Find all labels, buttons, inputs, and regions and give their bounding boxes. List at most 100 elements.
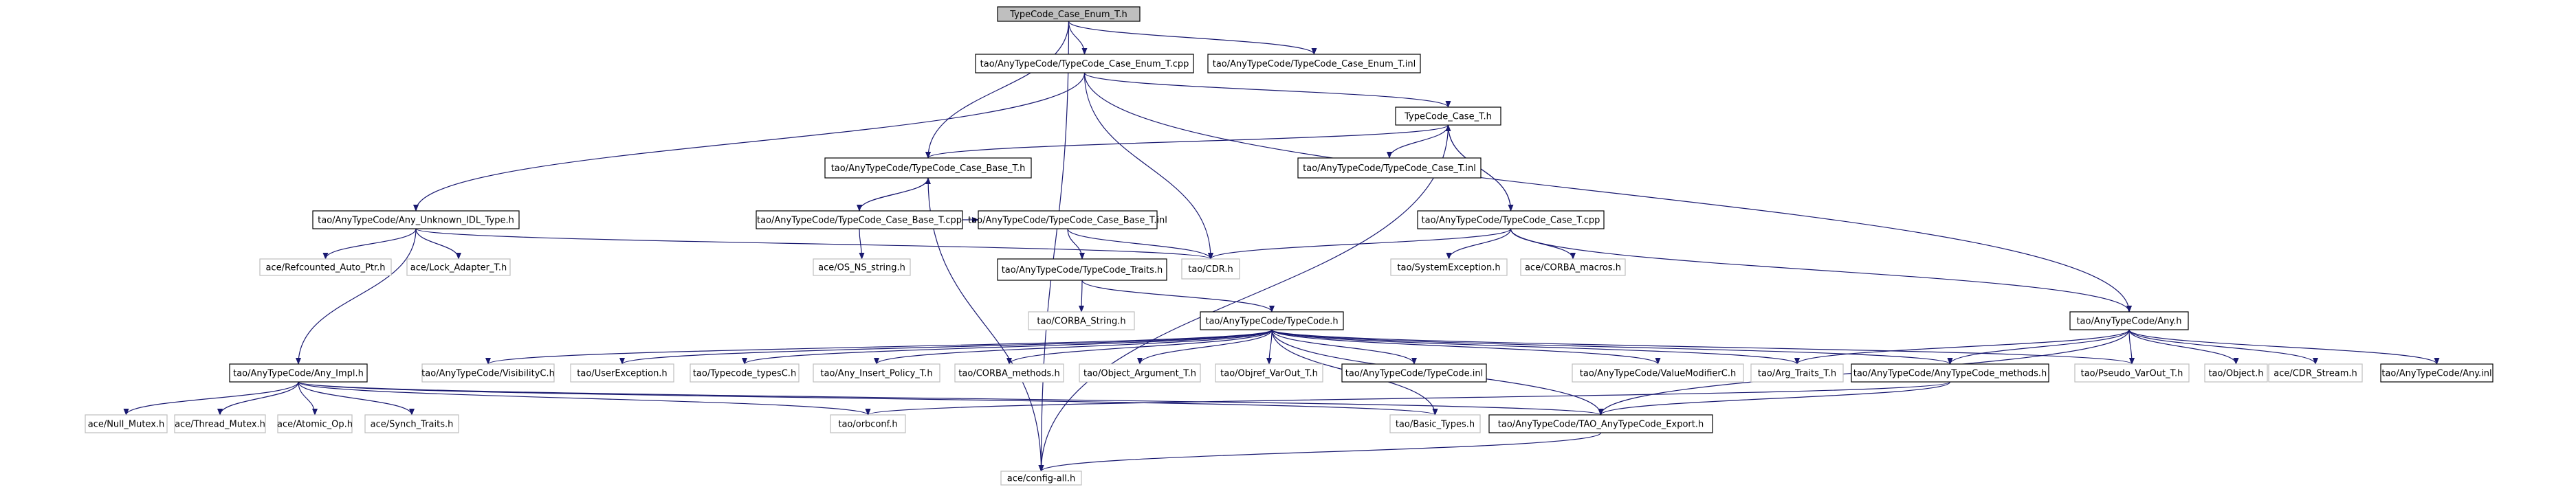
node-tao-anytypecode-tao-anytypecode-export-h[interactable]: tao/AnyTypeCode/TAO_AnyTypeCode_Export.h — [1488, 414, 1713, 433]
node-ace-lock-adapter-t-h[interactable]: ace/Lock_Adapter_T.h — [406, 258, 511, 276]
node-box — [312, 210, 520, 229]
node-tao-basic-types-h[interactable]: tao/Basic_Types.h — [1389, 414, 1481, 433]
node-box — [997, 258, 1167, 281]
node-label: tao/AnyTypeCode/TypeCode_Case_Enum_T.inl — [1213, 59, 1416, 69]
edge-typecode-case-t-h-to-tao-anytypecode-typecode-case-base-t-h — [925, 124, 1449, 159]
node-label: tao/AnyTypeCode/TypeCode_Case_Base_T.cpp — [757, 216, 962, 226]
node-box — [690, 363, 800, 383]
node-tao-anytypecode-valuemodifierc-h[interactable]: tao/AnyTypeCode/ValueModifierC.h — [1572, 363, 1744, 383]
node-tao-cdr-h[interactable]: tao/CDR.h — [1181, 258, 1240, 280]
node-tao-anytypecode-typecode-case-enum-t-inl[interactable]: tao/AnyTypeCode/TypeCode_Case_Enum_T.inl — [1207, 54, 1421, 73]
node-tao-anytypecode-anytypecode-methods-h[interactable]: tao/AnyTypeCode/AnyTypeCode_methods.h — [1851, 363, 2049, 383]
edge-tao-anytypecode-typecode-h-to-tao-anytypecode-anytypecode-methods-h — [1271, 329, 1953, 365]
node-box — [2268, 363, 2363, 383]
edge-tao-anytypecode-any-impl-h-to-ace-thread-mutex-h — [217, 381, 299, 416]
edge-tao-anytypecode-typecode-case-enum-t-cpp-to-tao-anytypecode-any-unknown-idl-type-h — [413, 72, 1086, 212]
node-box — [1181, 258, 1240, 280]
node-tao-anytypecode-typecode-case-enum-t-cpp[interactable]: tao/AnyTypeCode/TypeCode_Case_Enum_T.cpp — [975, 54, 1194, 73]
node-label: ace/Synch_Traits.h — [371, 420, 454, 430]
edge-tao-anytypecode-typecode-h-to-tao-anytypecode-visibilityc-h — [485, 329, 1273, 365]
node-box — [1207, 54, 1421, 73]
node-label: ace/OS_NS_string.h — [818, 263, 905, 273]
edge-typecode-case-t-h-to-tao-anytypecode-typecode-case-t-inl — [1387, 124, 1449, 159]
node-label: ace/CORBA_macros.h — [1525, 263, 1621, 273]
node-tao-anytypecode-typecode-inl[interactable]: tao/AnyTypeCode/TypeCode.inl — [1341, 363, 1487, 383]
node-tao-object-argument-t-h[interactable]: tao/Object_Argument_T.h — [1079, 363, 1201, 383]
edge-tao-anytypecode-typecode-traits-h-to-tao-anytypecode-typecode-h — [1081, 280, 1275, 313]
node-tao-anytypecode-typecode-case-base-t-inl[interactable]: tao/AnyTypeCode/TypeCode_Case_Base_T.inl — [968, 210, 1167, 229]
node-ace-os-ns-string-h[interactable]: ace/OS_NS_string.h — [813, 258, 911, 276]
node-ace-corba-macros-h[interactable]: ace/CORBA_macros.h — [1520, 258, 1626, 276]
node-tao-typecode-typesc-h[interactable]: tao/Typecode_typesC.h — [690, 363, 800, 383]
edge-tao-anytypecode-typecode-h-to-tao-corba-methods-h — [1006, 329, 1273, 365]
node-box — [978, 210, 1158, 229]
node-label: tao/AnyTypeCode/AnyTypeCode_methods.h — [1853, 369, 2047, 379]
node-tao-anytypecode-any-impl-h[interactable]: tao/AnyTypeCode/Any_Impl.h — [229, 363, 368, 383]
edge-tao-anytypecode-any-h-to-tao-anytypecode-anytypecode-methods-h — [1947, 329, 2130, 365]
node-label: tao/AnyTypeCode/Any.inl — [2381, 369, 2491, 379]
node-tao-orbconf-h[interactable]: tao/orbconf.h — [830, 414, 906, 433]
node-tao-corba-string-h[interactable]: tao/CORBA_String.h — [1028, 311, 1135, 330]
node-box — [406, 258, 511, 276]
node-tao-object-h[interactable]: tao/Object.h — [2204, 363, 2268, 383]
node-box — [1079, 363, 1201, 383]
node-label: tao/orbconf.h — [838, 420, 897, 430]
edge-tao-anytypecode-any-unknown-idl-type-h-to-ace-refcounted-auto-ptr-h — [322, 228, 417, 260]
edge-typecode-case-enum-t-h-to-tao-anytypecode-typecode-case-enum-t-inl — [1068, 21, 1317, 55]
node-box — [1000, 471, 1082, 486]
edge-typecode-case-t-h-to-ace-config-all-h — [1038, 124, 1449, 472]
node-ace-cdr-stream-h[interactable]: ace/CDR_Stream.h — [2268, 363, 2363, 383]
node-tao-anytypecode-any-inl[interactable]: tao/AnyTypeCode/Any.inl — [2380, 363, 2494, 383]
node-tao-anytypecode-typecode-case-t-cpp[interactable]: tao/AnyTypeCode/TypeCode_Case_T.cpp — [1417, 210, 1605, 229]
edge-tao-anytypecode-typecode-case-t-cpp-to-tao-anytypecode-any-h — [1510, 228, 2132, 313]
node-tao-anytypecode-typecode-h[interactable]: tao/AnyTypeCode/TypeCode.h — [1200, 311, 1344, 330]
edge-tao-anytypecode-any-unknown-idl-type-h-to-tao-cdr-h — [415, 228, 1213, 260]
node-box — [570, 363, 674, 383]
node-tao-anytypecode-typecode-case-base-t-cpp[interactable]: tao/AnyTypeCode/TypeCode_Case_Base_T.cpp — [756, 210, 963, 229]
edge-tao-anytypecode-typecode-h-to-tao-typecode-typesc-h — [742, 329, 1273, 365]
edge-tao-anytypecode-typecode-h-to-tao-anytypecode-typecode-inl — [1271, 329, 1417, 365]
node-label: tao/AnyTypeCode/Any_Unknown_IDL_Type.h — [318, 216, 514, 226]
node-typecode-case-t-h[interactable]: TypeCode_Case_T.h — [1395, 106, 1501, 126]
node-tao-anytypecode-typecode-case-base-t-h[interactable]: tao/AnyTypeCode/TypeCode_Case_Base_T.h — [824, 157, 1032, 179]
node-tao-systemexception-h[interactable]: tao/SystemException.h — [1390, 258, 1508, 276]
node-tao-anytypecode-typecode-case-t-inl[interactable]: tao/AnyTypeCode/TypeCode_Case_T.inl — [1297, 157, 1482, 179]
node-label: tao/CORBA_String.h — [1037, 317, 1125, 327]
node-box — [229, 363, 368, 383]
node-ace-thread-mutex-h[interactable]: ace/Thread_Mutex.h — [174, 414, 266, 433]
node-label: tao/AnyTypeCode/VisibilityC.h — [421, 369, 555, 379]
edge-typecode-case-enum-t-h-to-tao-anytypecode-typecode-case-enum-t-cpp — [1068, 21, 1088, 55]
edge-tao-anytypecode-tao-anytypecode-export-h-to-ace-config-all-h — [1038, 432, 1602, 472]
node-tao-pseudo-varout-t-h[interactable]: tao/Pseudo_VarOut_T.h — [2074, 363, 2190, 383]
node-tao-objref-varout-t-h[interactable]: tao/Objref_VarOut_T.h — [1215, 363, 1323, 383]
edge-tao-anytypecode-any-impl-h-to-tao-basic-types-h — [298, 381, 1438, 416]
edge-tao-anytypecode-typecode-case-enum-t-cpp-to-tao-anytypecode-any-h — [1083, 72, 2132, 313]
node-label: tao/Basic_Types.h — [1396, 420, 1475, 430]
node-tao-corba-methods-h[interactable]: tao/CORBA_methods.h — [954, 363, 1064, 383]
node-ace-synch-traits-h[interactable]: ace/Synch_Traits.h — [364, 414, 459, 433]
node-tao-anytypecode-typecode-traits-h[interactable]: tao/AnyTypeCode/TypeCode_Traits.h — [997, 258, 1167, 281]
node-tao-any-insert-policy-t-h[interactable]: tao/Any_Insert_Policy_T.h — [813, 363, 940, 383]
edge-typecode-case-enum-t-h-to-tao-anytypecode-typecode-case-base-t-h — [925, 21, 1070, 159]
edge-tao-anytypecode-any-impl-h-to-ace-atomic-op-h — [298, 381, 318, 416]
edge-tao-anytypecode-any-impl-h-to-ace-null-mutex-h — [123, 381, 299, 416]
node-tao-anytypecode-any-h[interactable]: tao/AnyTypeCode/Any.h — [2069, 311, 2189, 330]
node-label: ace/Atomic_Op.h — [277, 420, 353, 430]
node-tao-userexception-h[interactable]: tao/UserException.h — [570, 363, 674, 383]
node-tao-anytypecode-visibilityc-h[interactable]: tao/AnyTypeCode/VisibilityC.h — [421, 363, 555, 383]
node-ace-atomic-op-h[interactable]: ace/Atomic_Op.h — [277, 414, 353, 433]
node-label: TypeCode_Case_T.h — [1404, 112, 1492, 122]
node-label: ace/CDR_Stream.h — [2274, 369, 2357, 379]
node-ace-null-mutex-h[interactable]: ace/Null_Mutex.h — [85, 414, 168, 433]
node-label: ace/config-all.h — [1007, 474, 1076, 484]
node-tao-arg-traits-t-h[interactable]: tao/Arg_Traits_T.h — [1750, 363, 1844, 383]
edge-tao-anytypecode-any-impl-h-to-tao-anytypecode-tao-anytypecode-export-h — [298, 381, 1603, 416]
node-box — [1215, 363, 1323, 383]
node-box — [1417, 210, 1605, 229]
edge-tao-anytypecode-typecode-h-to-tao-userexception-h — [619, 329, 1273, 365]
edge-tao-anytypecode-any-unknown-idl-type-h-to-tao-anytypecode-any-impl-h — [296, 228, 417, 365]
node-ace-config-all-h[interactable]: ace/config-all.h — [1000, 471, 1082, 486]
node-label: tao/CDR.h — [1188, 264, 1233, 275]
node-ace-refcounted-auto-ptr-h[interactable]: ace/Refcounted_Auto_Ptr.h — [259, 258, 392, 276]
node-tao-anytypecode-any-unknown-idl-type-h[interactable]: tao/AnyTypeCode/Any_Unknown_IDL_Type.h — [312, 210, 520, 229]
